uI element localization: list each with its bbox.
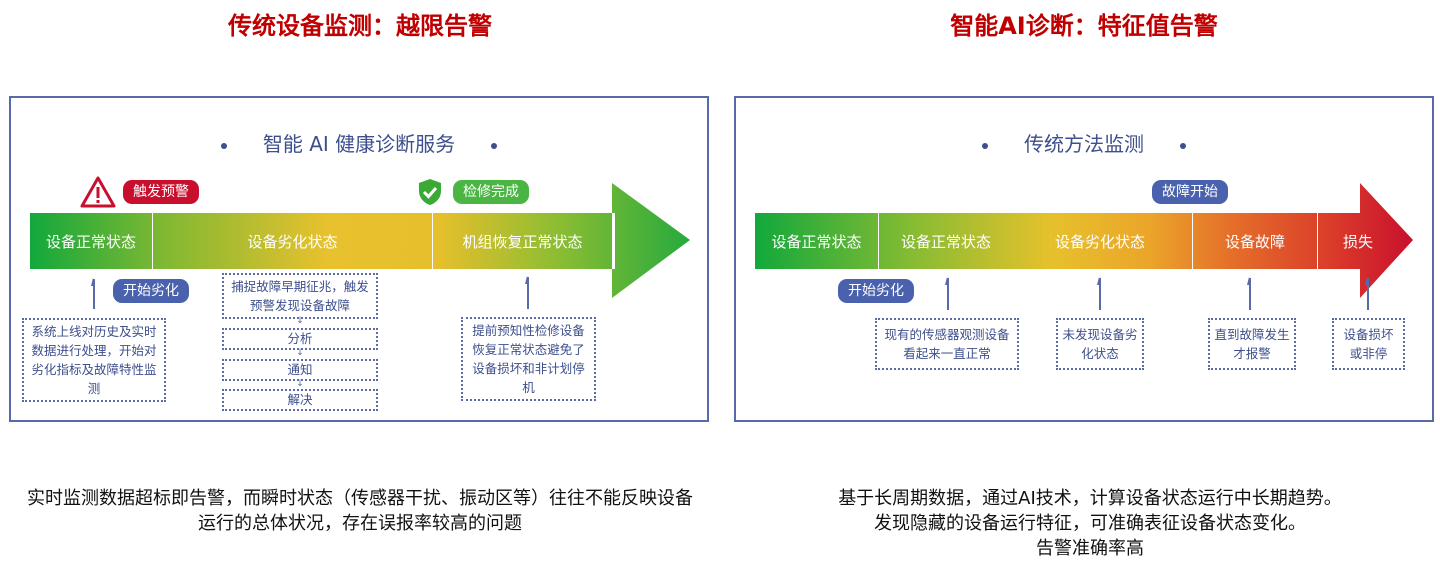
right-heading: 智能AI诊断：特征值告警: [950, 12, 1218, 40]
segment-restored: 机组恢复正常状态: [433, 213, 613, 269]
step-resolve: 解决: [222, 389, 378, 411]
down-arrow-icon: ↓: [296, 348, 304, 358]
segment-loss: 损失: [1343, 232, 1374, 251]
right-caption-line: 告警准确率高: [1036, 538, 1144, 559]
undetected-box: 未发现设备劣化状态: [1056, 318, 1144, 370]
start-degrade-badge: 开始劣化: [838, 279, 914, 303]
left-panel-title-text: 智能 AI 健康诊断服务: [262, 132, 456, 156]
segment-normal: 设备正常状态: [755, 213, 879, 269]
right-caption: 基于长周期数据，通过AI技术，计算设备状态运行中长期趋势。 发现隐藏的设备运行特…: [760, 486, 1420, 561]
right-caption-line: 发现隐藏的设备运行特征，可准确表征设备状态变化。: [874, 513, 1306, 534]
right-panel-title: 传统方法监测: [734, 128, 1434, 157]
up-arrow-icon: [1099, 278, 1101, 310]
start-degrade-badge: 开始劣化: [113, 279, 189, 303]
left-panel-title: 智能 AI 健康诊断服务: [9, 128, 709, 157]
up-arrow-icon: [1367, 278, 1369, 310]
right-caption-line: 基于长周期数据，通过AI技术，计算设备状态运行中长期趋势。: [838, 488, 1342, 509]
left-heading: 传统设备监测：越限告警: [228, 12, 492, 40]
segment-normal-2: 设备正常状态: [879, 213, 1193, 269]
step-analyze: 分析: [222, 328, 378, 350]
system-box: 系统上线对历史及实时数据进行处理，开始对劣化指标及故障特性监测: [22, 318, 166, 402]
up-arrow-icon: [93, 279, 95, 309]
warning-badge: 触发预警: [123, 180, 199, 204]
up-arrow-icon: [527, 277, 529, 309]
segment-fault: 设备故障: [1193, 213, 1318, 269]
right-panel-title-text: 传统方法监测: [1024, 132, 1144, 156]
right-timeline-arrow: 设备正常状态 设备正常状态 设备劣化状态 设备故障 损失: [755, 183, 1413, 298]
shield-check-icon: [417, 178, 443, 206]
warning-icon: [80, 176, 116, 208]
left-panel: [9, 96, 709, 422]
segment-degrading: 设备劣化状态: [153, 213, 433, 269]
segment-degrading: 设备劣化状态: [1054, 232, 1145, 251]
down-arrow-icon: ↓: [296, 316, 304, 326]
right-panel: [734, 96, 1434, 422]
alarm-box: 直到故障发生才报警: [1208, 318, 1296, 370]
up-arrow-icon: [947, 278, 949, 310]
segment-normal: 设备正常状态: [30, 213, 153, 269]
left-caption: 实时监测数据超标即告警，而瞬时状态（传感器干扰、振动区等）往往不能反映设备运行的…: [27, 488, 693, 534]
up-arrow-icon: [1249, 278, 1251, 310]
repair-box: 提前预知性检修设备恢复正常状态避免了设备损坏和非计划停机: [461, 317, 596, 401]
damage-box: 设备损坏或非停: [1332, 318, 1405, 370]
down-arrow-icon: ↓: [296, 379, 304, 389]
fault-start-badge: 故障开始: [1152, 180, 1228, 204]
sensor-box: 现有的传感器观测设备看起来一直正常: [875, 318, 1019, 370]
done-badge: 检修完成: [453, 180, 529, 204]
step-notify: 通知: [222, 359, 378, 381]
capture-box: 捕捉故障早期征兆，触发预警发现设备故障: [222, 273, 378, 319]
